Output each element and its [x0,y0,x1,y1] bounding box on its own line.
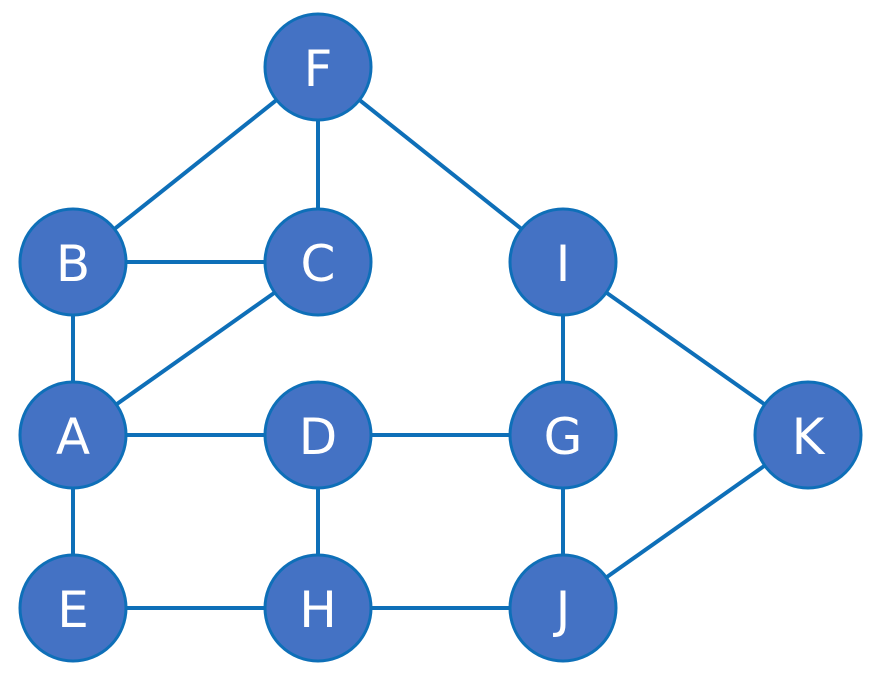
node-label: B [56,235,90,293]
node-k: K [753,380,863,490]
node-f: F [263,12,373,122]
node-circle [263,207,373,317]
node-label: C [301,235,336,293]
node-circle [263,553,373,663]
node-d: D [263,380,373,490]
node-circle [18,553,128,663]
node-a: A [18,380,128,490]
node-b: B [18,207,128,317]
node-label: I [556,235,571,293]
node-circle [263,380,373,490]
node-circle [508,207,618,317]
node-i: I [508,207,618,317]
node-label: D [299,408,338,466]
node-e: E [18,553,128,663]
nodes-layer: F B C I A D G K E H J [18,12,863,663]
node-g: G [508,380,618,490]
node-label: G [544,408,583,466]
node-h: H [263,553,373,663]
node-label: H [299,581,337,639]
node-circle [508,553,618,663]
node-circle [753,380,863,490]
edges-layer [71,65,810,610]
node-label: F [304,40,333,98]
node-c: C [263,207,373,317]
node-circle [18,207,128,317]
node-circle [263,12,373,122]
node-j: J [508,553,618,663]
node-label: J [553,581,571,639]
node-label: A [56,408,90,466]
node-circle [508,380,618,490]
node-label: E [57,581,89,639]
node-circle [18,380,128,490]
node-label: K [792,408,826,466]
